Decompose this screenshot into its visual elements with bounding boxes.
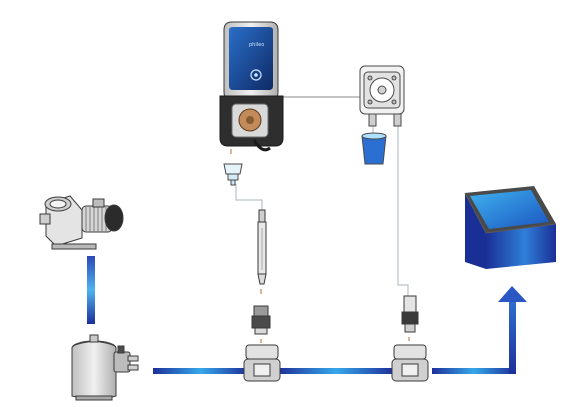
water-pipes — [87, 256, 527, 374]
controller-brand: phileo — [249, 42, 264, 48]
ph-probe-icon — [257, 209, 267, 285]
probe-cable — [235, 184, 263, 210]
injection-valve-icon — [401, 295, 419, 333]
sand-filter-icon — [71, 334, 139, 401]
swimming-pool-icon — [464, 186, 557, 269]
chemical-cup-icon — [361, 132, 387, 165]
tubing — [235, 96, 409, 300]
probe-holder-icon — [223, 163, 243, 186]
pipe-clamp-icon — [243, 344, 429, 382]
controller-button — [250, 69, 262, 81]
probe-holder-fitting — [251, 305, 271, 335]
pool-pump-icon — [39, 195, 124, 250]
pipe-filter-to-clamp1 — [153, 368, 248, 374]
dosing-tube — [397, 125, 409, 300]
pipe-pump-to-filter — [87, 256, 95, 324]
pipe-clamp-2 — [391, 344, 429, 382]
return-arrow-head — [498, 286, 527, 302]
pipe-clamp-1 — [243, 344, 281, 382]
dosing-controller-icon: phileo — [219, 21, 284, 152]
pipe-return-riser — [509, 300, 516, 374]
pipe-clamp2-to-pool — [432, 368, 515, 374]
flow-dash-marks — [230, 149, 410, 343]
pipe-clamp1-to-clamp2 — [278, 368, 394, 374]
peristaltic-pump-icon — [359, 65, 405, 127]
